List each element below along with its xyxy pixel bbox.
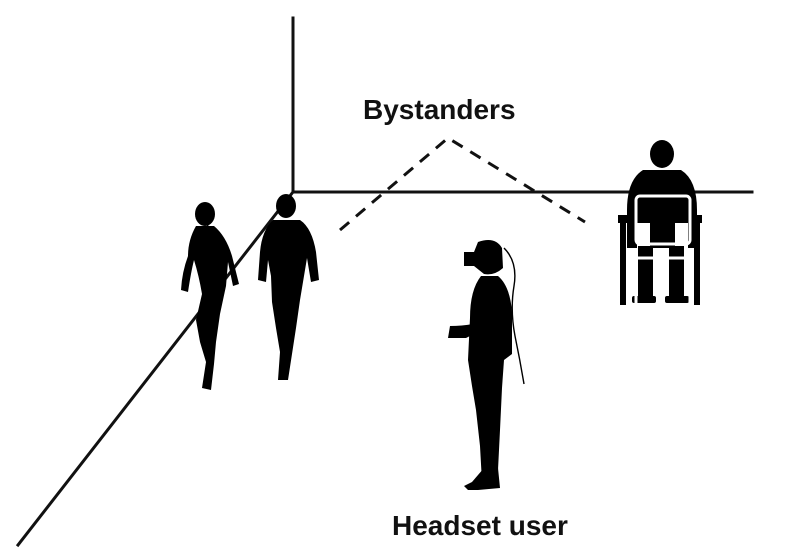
headset-user-label: Headset user: [392, 510, 568, 541]
bystanders-label: Bystanders: [363, 94, 516, 125]
walking-man-silhouette: [258, 194, 319, 380]
chair-outline: [618, 194, 702, 308]
diagonal-axis-line: [15, 189, 296, 548]
headset-user-silhouette: [448, 240, 525, 490]
bystanders-pointer-line: [339, 136, 586, 232]
walking-woman-silhouette: [181, 202, 239, 390]
